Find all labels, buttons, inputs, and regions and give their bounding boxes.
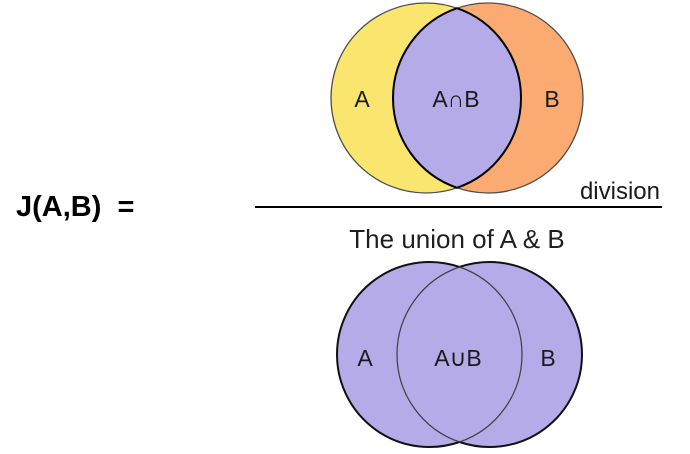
division-annotation: division <box>579 178 660 205</box>
intersection-lens <box>392 7 522 189</box>
intersection-venn-diagram: A A∩B B <box>330 2 584 194</box>
union-set-b-circle <box>396 262 582 447</box>
union-venn-diagram: A A∪B B <box>336 261 583 448</box>
union-label: A∪B <box>434 345 482 371</box>
jaccard-formula-label: J(A,B) = <box>16 191 135 223</box>
union-lens-outline <box>396 266 523 443</box>
union-set-b-label: B <box>540 345 555 371</box>
set-a-label: A <box>354 86 370 112</box>
intersection-label: A∩B <box>432 86 479 112</box>
union-set-a-label: A <box>357 345 373 371</box>
set-b-label: B <box>544 86 559 112</box>
fraction-bar <box>255 206 662 208</box>
union-title: The union of A & B <box>349 224 565 254</box>
